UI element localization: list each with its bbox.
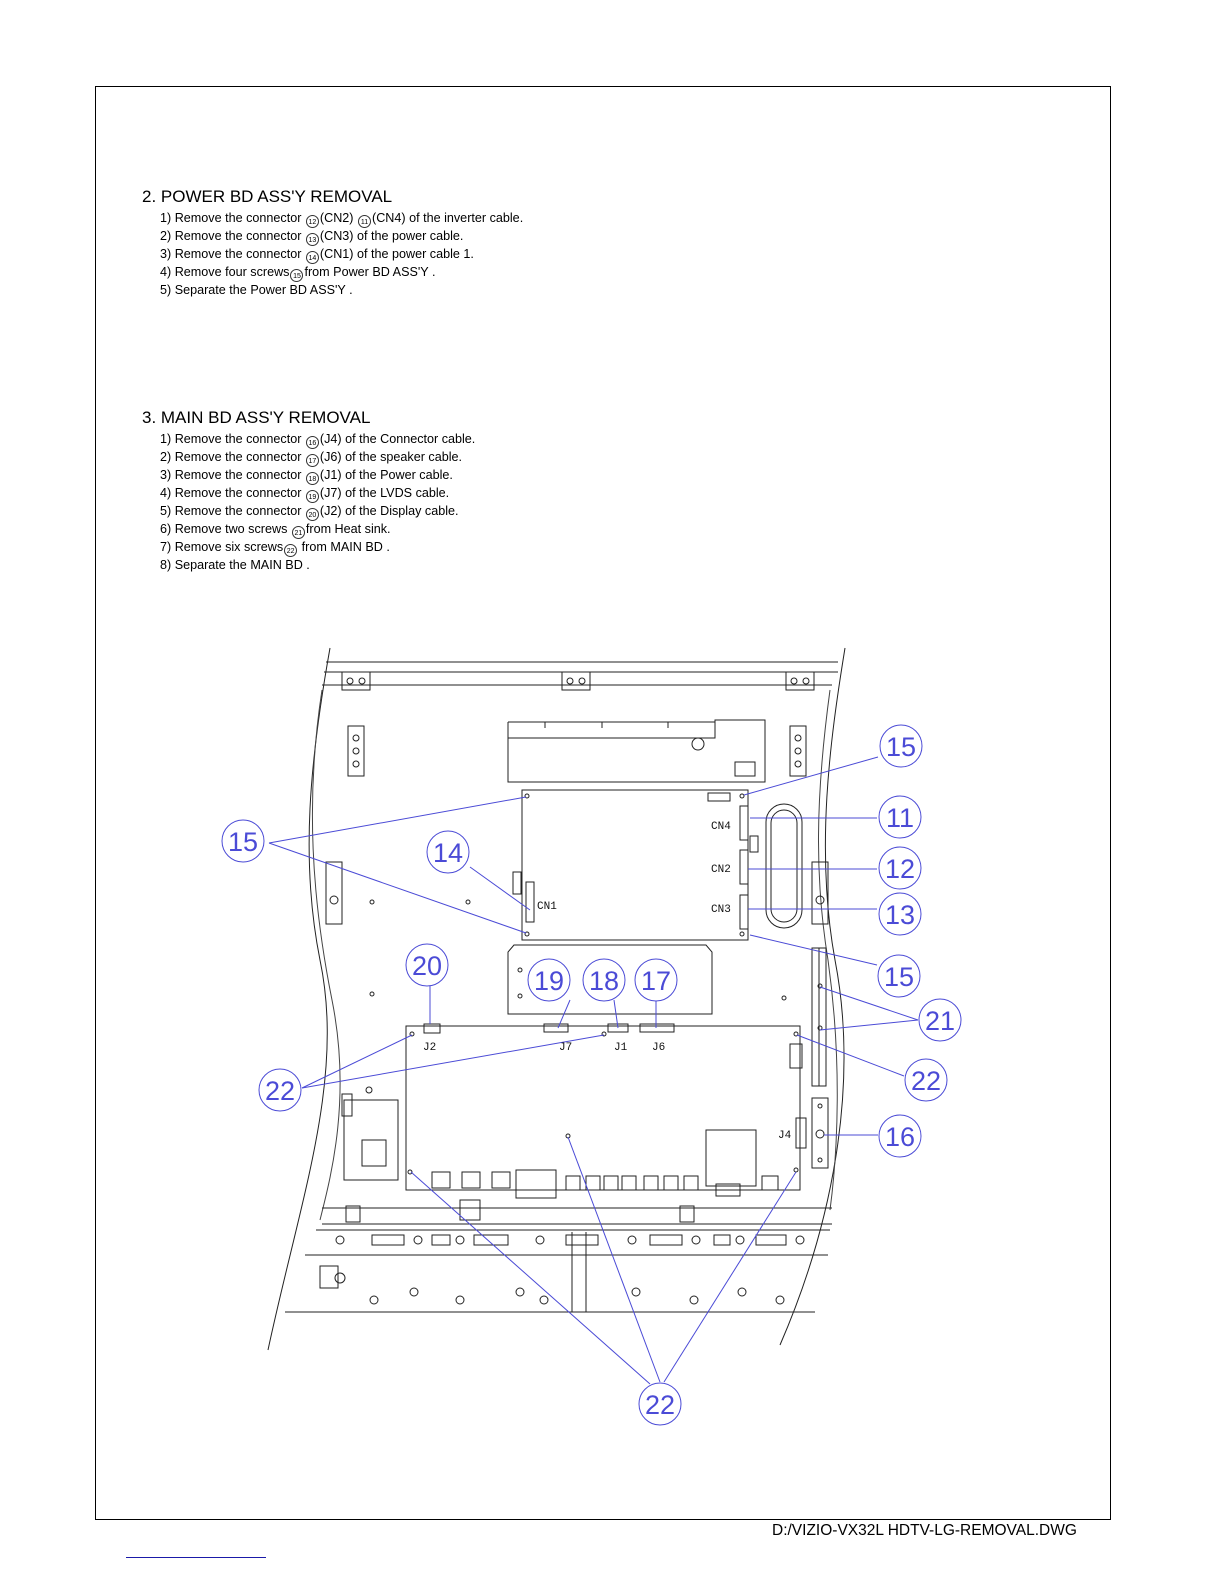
callout-20-label: 20 <box>412 951 442 981</box>
callout-21-icon: 21 <box>291 526 305 539</box>
j7-label: J7 <box>559 1042 572 1054</box>
callout-12 <box>878 846 922 890</box>
page-frame <box>95 86 1111 1520</box>
callout-22-bottom-label: 22 <box>645 1390 675 1420</box>
power-step-2: 2) Remove the connector 13(CN3) of the p… <box>160 229 464 246</box>
callout-22-icon: 22 <box>284 544 298 557</box>
right-inner-line <box>817 689 838 1211</box>
inverter-housing <box>507 719 766 783</box>
callout-22-right <box>904 1058 948 1102</box>
drawing-file-name: D:/VIZIO-VX32L HDTV-LG-REMOVAL.DWG <box>772 1522 1077 1539</box>
callout-17-icon: 17 <box>305 454 319 467</box>
callout-22-left-label: 22 <box>265 1076 295 1106</box>
callout-15-left <box>221 819 265 863</box>
callout-11-label: 11 <box>886 803 914 833</box>
j1-label: J1 <box>614 1042 628 1054</box>
left-cut-line <box>267 647 331 1351</box>
main-step-3: 3) Remove the connector 18(J1) of the Po… <box>160 468 453 485</box>
callout-13-label: 13 <box>885 900 915 930</box>
callout-11 <box>878 795 922 839</box>
cn2-label: CN2 <box>711 864 731 876</box>
callout-18 <box>582 958 626 1002</box>
callout-22-right-label: 22 <box>911 1066 941 1096</box>
cn3-label: CN3 <box>711 904 731 916</box>
callout-21-label: 21 <box>925 1006 955 1036</box>
oval-slot <box>765 803 803 929</box>
callout-15-bottom-right <box>877 954 921 998</box>
section-title-main-bd: 3. MAIN BD ASS'Y REMOVAL <box>142 408 371 427</box>
callout-20 <box>405 943 449 987</box>
callout-12-label: 12 <box>885 854 915 884</box>
callout-15-top-right-label: 15 <box>886 732 916 762</box>
main-step-8: 8) Separate the MAIN BD . <box>160 558 310 572</box>
callout-17 <box>634 958 678 1002</box>
connector-block <box>507 944 713 1015</box>
main-step-4: 4) Remove the connector 19(J7) of the LV… <box>160 486 450 503</box>
main-bd-steps: 1) Remove the connector 16(J4) of the Co… <box>160 431 475 574</box>
callout-18-label: 18 <box>589 966 619 996</box>
section-title-power-bd: 2. POWER BD ASS'Y REMOVAL <box>142 187 393 206</box>
callout-15-top-right <box>879 724 923 768</box>
power-step-3: 3) Remove the connector 14(CN1) of the p… <box>160 247 474 264</box>
callout-14-label: 14 <box>433 838 463 868</box>
callout-13 <box>878 892 922 936</box>
callout-19 <box>527 958 571 1002</box>
callout-14 <box>426 830 470 874</box>
j2-label: J2 <box>423 1042 436 1054</box>
j4-label: J4 <box>778 1130 792 1142</box>
callout-16 <box>878 1114 922 1158</box>
bottom-underline <box>126 1557 266 1558</box>
j6-label: J6 <box>652 1042 665 1054</box>
callout-17-label: 17 <box>641 966 671 996</box>
callout-19-icon: 19 <box>305 490 319 503</box>
callout-16-label: 16 <box>885 1122 915 1152</box>
cn4-label: CN4 <box>711 821 731 833</box>
left-inner-line <box>311 689 341 1221</box>
callout-15-left-label: 15 <box>228 827 258 857</box>
callout-13-icon: 13 <box>305 233 319 246</box>
callout-21 <box>918 998 962 1042</box>
callout-14-icon: 14 <box>305 251 319 264</box>
main-step-2: 2) Remove the connector 17(J6) of the sp… <box>160 450 463 467</box>
power-bd-steps: 1) Remove the connector 12(CN2) 11(CN4) … <box>160 210 523 299</box>
callout-18-icon: 18 <box>305 472 319 485</box>
power-step-1: 1) Remove the connector 12(CN2) 11(CN4) … <box>160 211 524 228</box>
callout-16-icon: 16 <box>305 436 319 449</box>
callout-22-left <box>258 1068 302 1112</box>
callout-15-bottom-right-label: 15 <box>884 962 914 992</box>
cn1-label: CN1 <box>537 901 557 913</box>
callout-20-icon: 20 <box>305 508 319 521</box>
right-cut-line <box>779 647 846 1346</box>
callout-12-icon: 12 <box>305 215 319 228</box>
power-step-5: 5) Separate the Power BD ASS'Y . <box>160 283 353 297</box>
callout-15-icon: 15 <box>290 269 304 282</box>
callout-11-icon: 11 <box>358 215 371 228</box>
callout-19-label: 19 <box>534 966 564 996</box>
main-step-5: 5) Remove the connector 20(J2) of the Di… <box>160 504 459 521</box>
main-board <box>405 1025 801 1191</box>
leader-lines <box>268 756 919 1385</box>
main-step-1: 1) Remove the connector 16(J4) of the Co… <box>160 432 476 449</box>
callout-22-bottom <box>638 1382 682 1426</box>
